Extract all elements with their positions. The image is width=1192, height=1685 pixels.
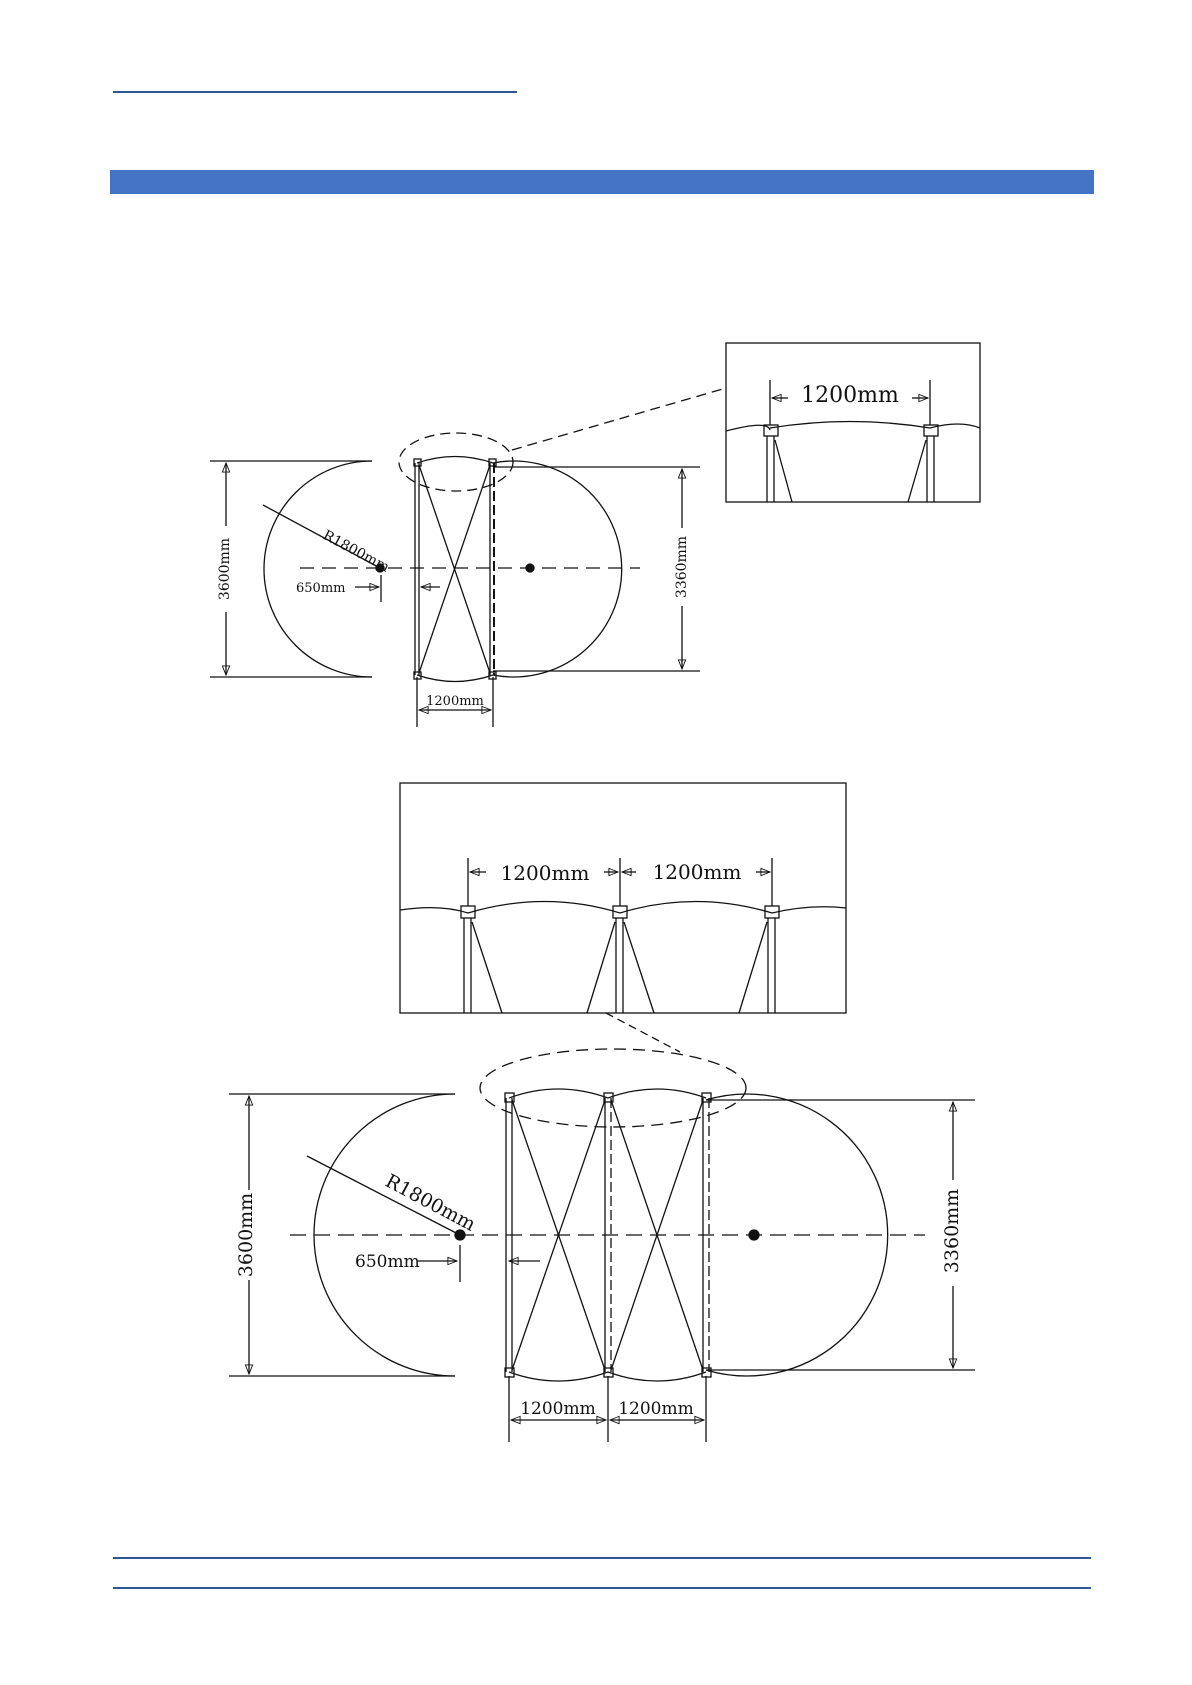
bottom-detail-arc-1 — [400, 908, 468, 913]
bottom-detail-arc-4 — [772, 907, 846, 913]
bottom-detail-brace-4 — [739, 922, 767, 1013]
bottom-detail-leader — [606, 1013, 680, 1052]
bottom-detail-arc-2 — [468, 902, 620, 914]
top-left-circle-arc — [264, 461, 372, 677]
bottom-detail-brace-1 — [472, 922, 502, 1013]
top-small-arc-bottom — [417, 675, 493, 682]
bottom-radius-label: R1800mm — [382, 1170, 479, 1236]
bottom-offset-label: 650mm — [355, 1252, 420, 1272]
bottom-detail-span-label-2: 1200mm — [653, 860, 742, 884]
bottom-height-left-label: 3600mm — [235, 1193, 257, 1277]
top-small-arc-top — [417, 457, 493, 464]
top-center-point-right — [526, 564, 534, 572]
top-right-circle-arc — [493, 461, 622, 677]
bottom-height-right-label: 3360mm — [941, 1189, 963, 1273]
bottom-detail-ellipse — [480, 1049, 746, 1127]
bottom-small-arc-top-2 — [608, 1089, 706, 1098]
bottom-left-circle-arc — [314, 1094, 455, 1376]
top-detail-arc-mid — [770, 422, 930, 429]
top-detail-leader — [512, 388, 726, 450]
top-detail-brace-left — [775, 440, 792, 502]
bottom-detail-brace-2 — [587, 922, 615, 1013]
bottom-span-label-1: 1200mm — [520, 1399, 596, 1419]
bottom-layout-diagram — [229, 783, 975, 1442]
top-detail-brace-right — [908, 440, 926, 502]
bottom-small-arc-top-1 — [509, 1089, 608, 1098]
bottom-detail-span-label-1: 1200mm — [501, 861, 590, 885]
bottom-detail-brace-3 — [624, 922, 654, 1013]
bottom-small-arc-bottom-1 — [509, 1372, 608, 1381]
top-detail-box — [726, 343, 980, 502]
top-height-right-label: 3360mm — [674, 536, 690, 598]
top-span-label: 1200mm — [426, 694, 484, 709]
bottom-center-point-right — [749, 1230, 759, 1240]
top-detail-span-label: 1200mm — [801, 383, 899, 408]
bottom-detail-arc-3 — [620, 902, 772, 914]
top-height-left-label: 3600mm — [217, 538, 233, 600]
bottom-span-label-2: 1200mm — [618, 1399, 694, 1419]
top-offset-label: 650mm — [296, 581, 345, 596]
bottom-small-arc-bottom-2 — [608, 1372, 706, 1381]
